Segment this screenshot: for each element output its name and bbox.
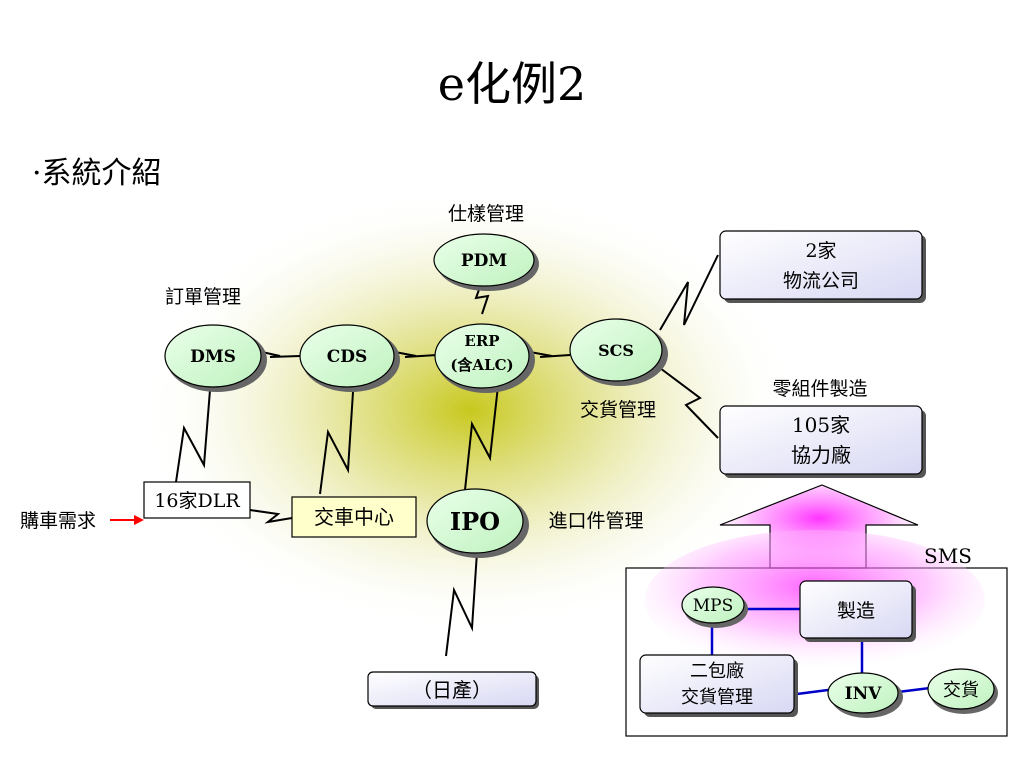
slide-title: e化例2 [437, 57, 587, 111]
link-cds-delivery-center [319, 391, 354, 495]
link-pdm-erp [474, 283, 490, 315]
link-ipo-nissan [445, 551, 478, 657]
label-spec-mgmt: 仕樣管理 [448, 203, 524, 225]
node-pdm: PDM [433, 233, 539, 291]
node-cds: CDS [299, 324, 400, 392]
subcontract-line2: 交貨管理 [681, 687, 753, 708]
connectors [175, 254, 719, 657]
nissan-label: （日產） [412, 678, 492, 702]
slide-subtitle: ·系統介紹 [32, 156, 162, 191]
label-car-demand: 購車需求 [20, 510, 96, 532]
label-sms: SMS [924, 544, 972, 568]
link-erp-scs [529, 351, 571, 358]
label-order-mgmt: 訂單管理 [165, 286, 241, 308]
box-dlr: 16家DLR [143, 481, 251, 519]
node-erp-line1: ERP [464, 332, 499, 350]
label-parts-mfg: 零組件製造 [772, 378, 867, 400]
node-mps-label: MPS [693, 596, 734, 616]
delivery-center-label: 交車中心 [314, 505, 394, 529]
dlr-label: 16家DLR [154, 490, 240, 512]
node-ipo-label: IPO [450, 507, 500, 536]
node-ipo: IPO [426, 488, 529, 558]
node-inv: INV [827, 672, 903, 718]
logistics-line1: 2家 [805, 240, 836, 262]
box-logistics: 2家 物流公司 [719, 230, 926, 303]
suppliers-line2: 協力廠 [791, 443, 851, 467]
link-scs-logistics [659, 254, 719, 331]
link-scs-suppliers [659, 367, 719, 439]
node-delivery: 交貨 [927, 668, 998, 714]
label-import-parts-mgmt: 進口件管理 [548, 510, 643, 532]
node-dms-label: DMS [190, 347, 236, 367]
node-delivery-label: 交貨 [943, 680, 979, 701]
box-delivery-center: 交車中心 [291, 496, 417, 538]
link-erp-ipo [464, 385, 499, 491]
node-scs: SCS [569, 318, 668, 386]
box-subcontract: 二包廠 交貨管理 [639, 654, 798, 717]
node-mps: MPS [681, 586, 748, 628]
labels: 仕樣管理 訂單管理 交貨管理 進口件管理 零組件製造 購車需求 SMS [20, 203, 972, 568]
label-delivery-mgmt: 交貨管理 [580, 399, 656, 421]
demand-arrow [110, 515, 144, 525]
link-dms-cds [261, 351, 301, 358]
node-erp: ERP (含ALC) [434, 323, 535, 393]
node-pdm-label: PDM [461, 251, 508, 271]
box-nissan: （日產） [367, 671, 539, 709]
logistics-line2: 物流公司 [783, 270, 859, 292]
node-inv-label: INV [845, 684, 882, 704]
link-dlr-delivery-center [249, 509, 293, 524]
node-cds-label: CDS [327, 347, 368, 367]
node-erp-line2: (含ALC) [450, 356, 513, 374]
node-dms: DMS [164, 324, 267, 392]
nodes: PDM DMS CDS ERP (含ALC) SCS IPO [164, 233, 998, 718]
box-suppliers: 105家 協力廠 [719, 405, 926, 478]
node-scs-label: SCS [598, 341, 634, 360]
link-dms-dlr [175, 389, 211, 483]
link-cds-erp [394, 351, 438, 358]
suppliers-line1: 105家 [792, 413, 850, 437]
box-manufacture: 製造 [799, 580, 916, 642]
subcontract-line1: 二包廠 [690, 660, 744, 682]
manufacture-label: 製造 [837, 600, 875, 622]
